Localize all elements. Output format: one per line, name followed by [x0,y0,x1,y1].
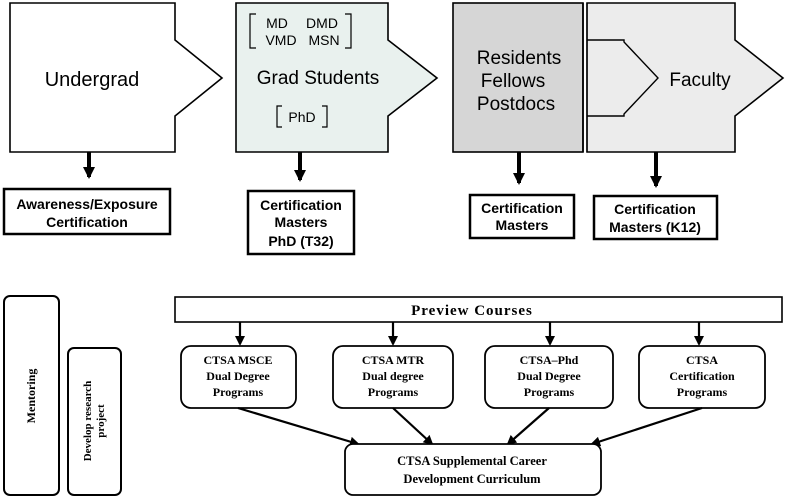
develop-research-box: Develop research project [67,347,122,496]
outcome-undergrad-line1: Awareness/Exposure [16,196,158,212]
develop-label-line2: project [95,404,107,438]
program-cert-line2: Certification [669,369,735,383]
program-msce-line3: Programs [213,385,264,399]
program-phd-line1: CTSA–Phd [520,353,579,367]
arrow-mtr-to-supplemental [392,407,434,446]
arrow-phd-to-supplemental [506,407,550,446]
arrow-msce-to-supplemental [237,406,360,447]
undergrad-label: Undergrad [45,69,140,91]
program-certification: CTSA Certification Programs [638,345,766,409]
program-cert-line3: Programs [677,385,728,399]
preview-courses-bar: Preview Courses [174,296,783,323]
outcome-grad-line1: Certification [260,197,342,213]
degree-dmd: DMD [306,15,338,31]
outcome-grad-line2: Masters [275,214,328,230]
degree-md: MD [266,15,288,31]
program-phd-line3: Programs [524,385,575,399]
outcome-faculty-line1: Certification [614,201,696,217]
outcome-faculty-line2: Masters (K12) [609,219,701,235]
degree-msn: MSN [308,32,339,48]
outcome-residents: Certification Masters [468,193,576,240]
arrow-cert-to-supplemental [590,406,703,447]
stage-faculty: Faculty [582,2,785,153]
program-mtr-line1: CTSA MTR [362,353,425,367]
outcome-grad: Certification Masters PhD (T32) [246,189,356,256]
stage-grad-students: MD DMD VMD MSN Grad Students PhD [235,2,439,153]
outcome-residents-line1: Certification [481,200,563,216]
stage-undergrad: Undergrad [9,2,224,153]
degree-vmd: VMD [265,32,296,48]
outcome-faculty: Certification Masters (K12) [592,194,719,241]
program-mtr-line3: Programs [368,385,419,399]
faculty-label: Faculty [669,70,731,91]
program-phd: CTSA–Phd Dual Degree Programs [484,345,614,409]
outcome-undergrad-line2: Certification [46,214,128,230]
outcome-residents-line2: Masters [496,217,549,233]
degree-phd: PhD [288,109,315,125]
program-msce-line1: CTSA MSCE [203,353,272,367]
postdocs-label: Postdocs [477,94,555,115]
preview-courses-label: Preview Courses [411,303,533,319]
develop-label-line1: Develop research [82,381,94,462]
program-phd-line2: Dual Degree [517,369,581,383]
supplemental-line1: CTSA Supplemental Career [397,454,547,468]
supplemental-line2: Development Curriculum [403,472,541,486]
residents-label: Residents [477,48,562,69]
mentoring-box: Mentoring [3,295,60,496]
outcome-undergrad: Awareness/Exposure Certification [2,187,172,236]
program-mtr-line2: Dual degree [362,369,424,383]
mentoring-label: Mentoring [24,369,38,424]
program-cert-line1: CTSA [686,353,718,367]
supplemental-curriculum-box: CTSA Supplemental Career Development Cur… [344,443,602,496]
program-mtr: CTSA MTR Dual degree Programs [332,345,454,409]
program-msce: CTSA MSCE Dual Degree Programs [180,345,297,409]
stage-residents: Residents Fellows Postdocs [452,2,584,153]
fellows-label: Fellows [481,71,545,92]
program-msce-line2: Dual Degree [206,369,270,383]
grad-students-label: Grad Students [257,68,380,89]
outcome-grad-line3: PhD (T32) [268,233,333,249]
